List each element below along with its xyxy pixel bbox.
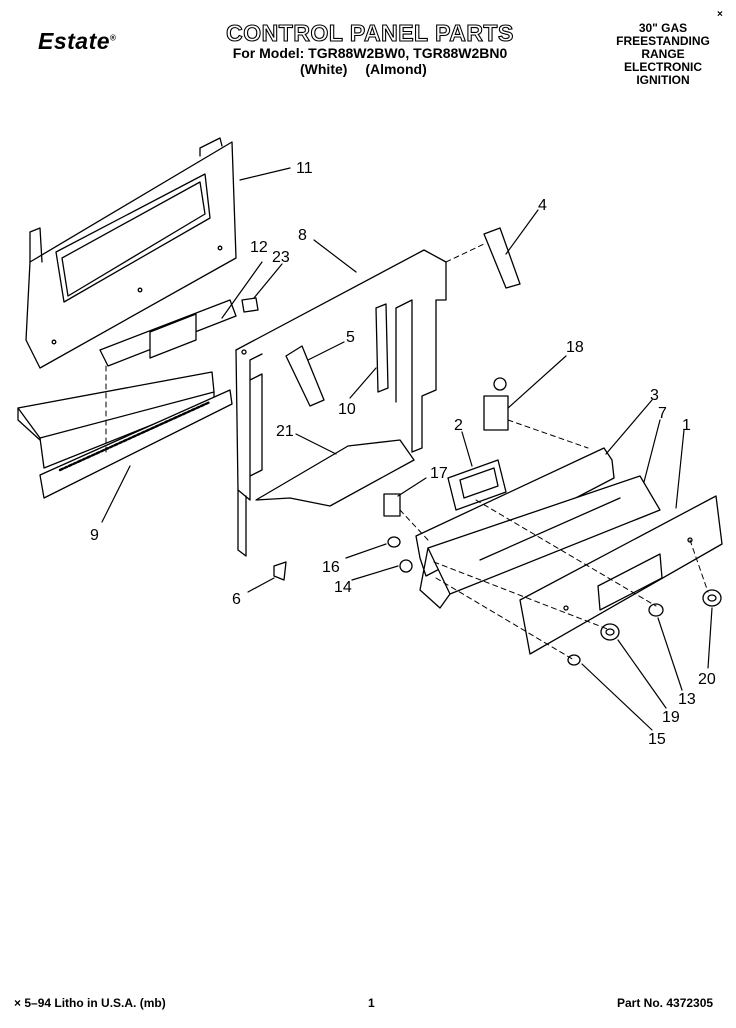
callout-6: 6 xyxy=(232,591,241,608)
callout-4: 4 xyxy=(538,197,547,214)
callout-5: 5 xyxy=(346,329,355,346)
spec-line: IGNITION xyxy=(636,73,690,87)
callout-20: 20 xyxy=(698,671,716,688)
part-5-panel-piece xyxy=(285,345,325,407)
page-number: 1 xyxy=(368,996,375,1010)
spec-line: ELECTRONIC xyxy=(624,60,702,74)
callout-15: 15 xyxy=(648,731,666,748)
page-title: CONTROL PANEL PARTS xyxy=(226,19,514,46)
part-4-bracket xyxy=(483,227,521,289)
part-23-clip xyxy=(241,297,259,313)
callout-9: 9 xyxy=(90,527,99,544)
spec-line: 30" GAS xyxy=(638,21,688,35)
assembly-lines xyxy=(105,243,709,661)
callout-21: 21 xyxy=(276,423,294,440)
callout-23: 23 xyxy=(272,249,290,266)
part-10-channel xyxy=(375,303,389,393)
callout-17: 17 xyxy=(430,465,448,482)
part-11-rear-panel xyxy=(25,137,237,369)
part-12-bracket xyxy=(99,299,237,367)
part-13-knob xyxy=(648,603,664,617)
product-spec: 30" GAS FREESTANDING RANGE ELECTRONIC IG… xyxy=(598,22,728,87)
callout-18: 18 xyxy=(566,339,584,356)
spec-line: RANGE xyxy=(641,47,685,61)
part-7-mid-frame xyxy=(419,475,661,609)
part-20-knob xyxy=(702,589,722,607)
callout-19: 19 xyxy=(662,709,680,726)
part-19-knob xyxy=(600,623,620,641)
leader-arrows xyxy=(101,167,713,731)
callout-14: 14 xyxy=(334,579,352,596)
part-9-trim-strip xyxy=(17,371,233,499)
part-21-shelf xyxy=(255,439,415,507)
part-2-display xyxy=(447,459,507,511)
model-line: For Model: TGR88W2BW0, TGR88W2BN0 xyxy=(232,45,508,61)
part-8-frame xyxy=(235,249,447,557)
corner-mark: × xyxy=(717,9,723,20)
callout-16: 16 xyxy=(322,559,340,576)
spec-line: FREESTANDING xyxy=(616,34,710,48)
callout-labels: 11 12 23 8 4 5 18 10 3 7 1 2 21 17 9 16 … xyxy=(90,160,716,748)
footer-litho: × 5–94 Litho in U.S.A. (mb) xyxy=(14,996,166,1010)
color-line: (White) (Almond) xyxy=(300,61,427,77)
part-18-ignition-module xyxy=(483,377,509,431)
callout-1: 1 xyxy=(682,417,691,434)
part-16-switch xyxy=(387,536,401,548)
part-15-knob xyxy=(567,654,581,666)
callout-12: 12 xyxy=(250,239,268,256)
part-14-switch xyxy=(399,559,413,573)
estate-logo: Estate® xyxy=(38,28,117,54)
callout-11: 11 xyxy=(296,160,313,177)
part-17-bracket xyxy=(383,493,401,517)
part-6-clip xyxy=(273,561,287,581)
callout-13: 13 xyxy=(678,691,696,708)
callout-3: 3 xyxy=(650,387,659,404)
callout-8: 8 xyxy=(298,227,307,244)
part-number: Part No. 4372305 xyxy=(617,996,714,1010)
callout-2: 2 xyxy=(454,417,463,434)
callout-7: 7 xyxy=(658,405,667,422)
callout-10: 10 xyxy=(338,401,356,418)
